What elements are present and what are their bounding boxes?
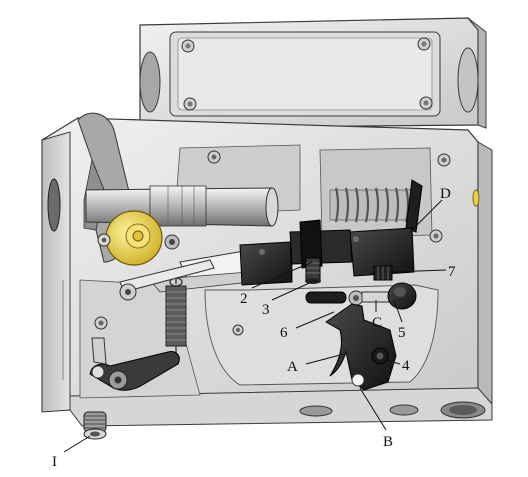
label-b: B [383, 434, 393, 450]
leader-lines [63, 199, 447, 453]
compression-spring [329, 179, 423, 233]
pivot-screw-b [164, 234, 180, 250]
black-block-assembly [239, 219, 415, 286]
brass-roller [105, 210, 163, 266]
label-3: 3 [262, 302, 270, 318]
link-plate [119, 259, 215, 301]
plate-screw-tr [417, 37, 431, 51]
label-7: 7 [448, 264, 456, 280]
latch-arm [89, 337, 180, 391]
plate-screw-bl [183, 97, 197, 111]
label-c: C [372, 315, 382, 331]
nut-5 [387, 282, 417, 310]
label-d: D [440, 186, 451, 202]
label-a: A [287, 359, 298, 375]
label-6: 6 [280, 325, 288, 341]
body-screw-2 [437, 153, 451, 167]
body-screw-4 [94, 316, 108, 330]
callout-labels: 2 3 6 A B C 5 4 7 D I [52, 186, 456, 470]
plate-screw-tl [181, 39, 195, 53]
label-5: 5 [398, 325, 406, 341]
label-4: 4 [402, 358, 410, 374]
knob-part-i [83, 411, 107, 440]
plate-screw-br [419, 96, 433, 110]
body-screw-1 [207, 150, 221, 164]
label-2: 2 [240, 291, 248, 307]
body-screw-3 [429, 229, 443, 243]
pivot-screw-a [97, 233, 111, 247]
trigger-sear-a [325, 303, 397, 391]
label-i: I [52, 454, 57, 470]
body-screw-5 [232, 324, 244, 336]
